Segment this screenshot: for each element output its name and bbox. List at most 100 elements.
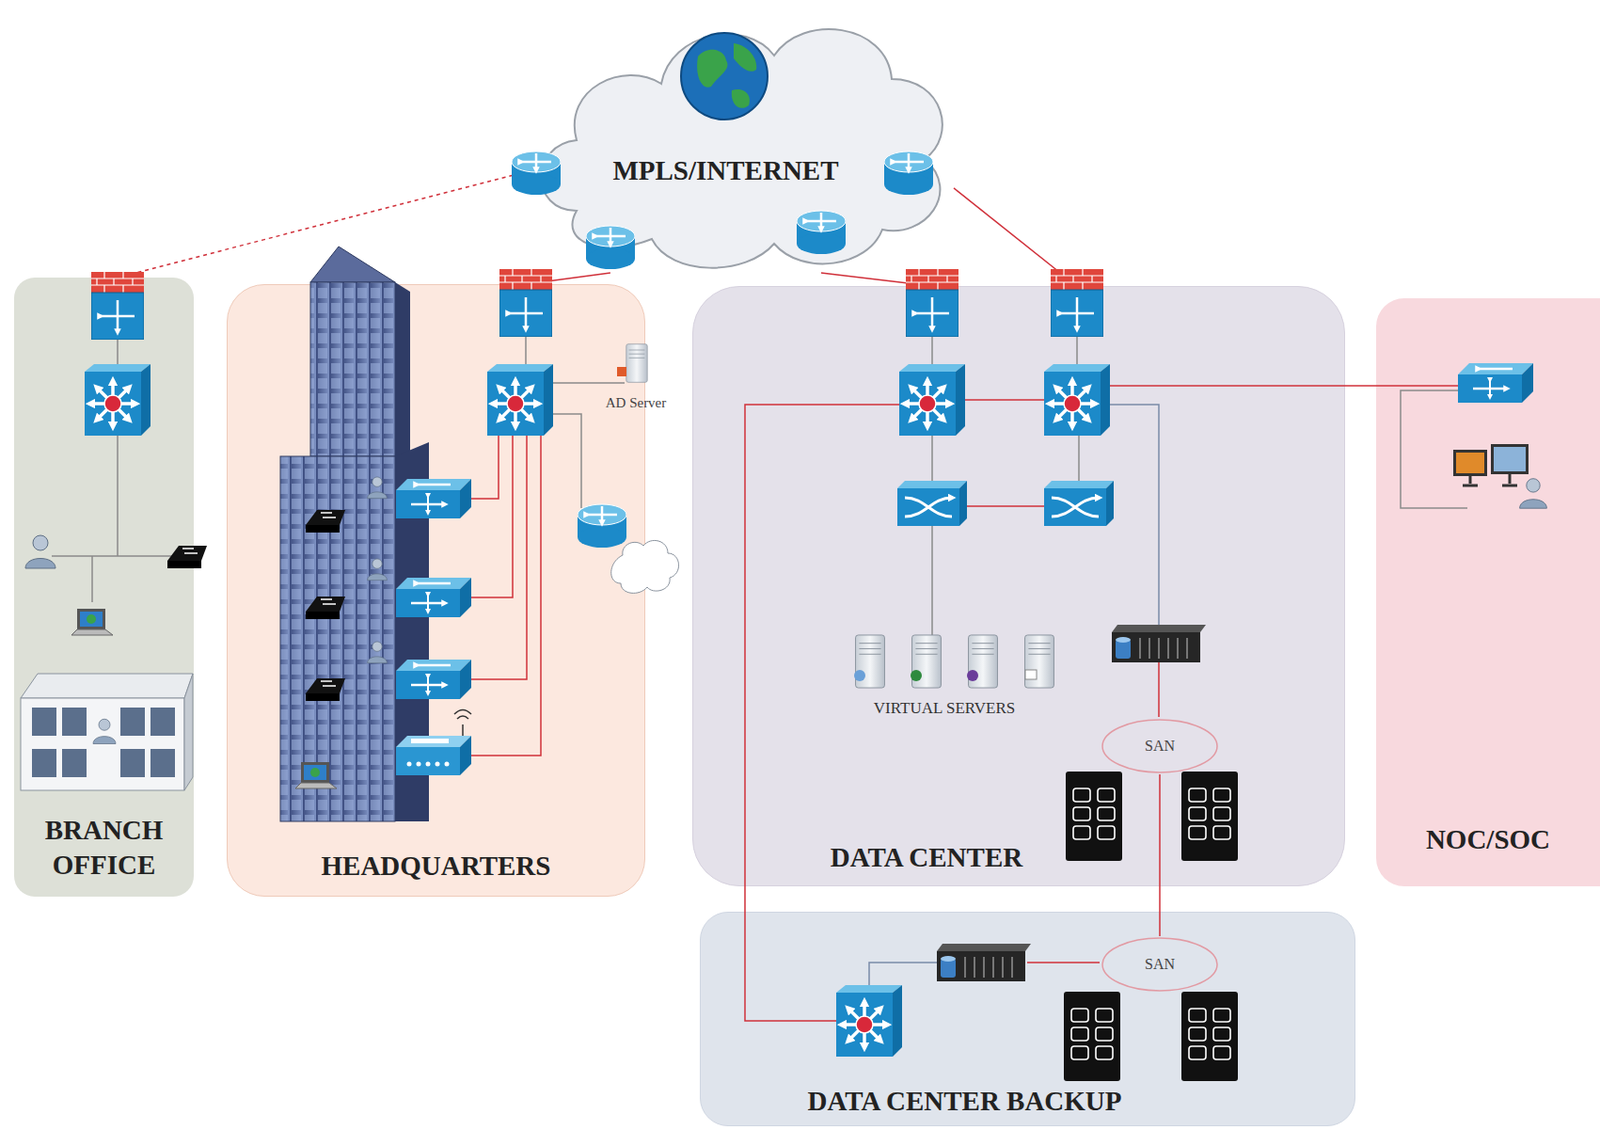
- data-center-illustration-part: [968, 634, 999, 688]
- data-center-illustration-part: [905, 269, 959, 337]
- branch-illustration-part: [25, 535, 56, 569]
- cloud-shape: [520, 3, 954, 273]
- headquarters-illustration-part: [454, 710, 472, 737]
- headquarters-illustration-part: [617, 366, 627, 377]
- noc-illustration: [1453, 363, 1547, 508]
- headquarters-illustration-part: [310, 282, 396, 457]
- branch-illustration-part-part: [62, 748, 87, 777]
- noc-soc-region: NOC/SOC: [1376, 298, 1600, 887]
- wires-part-part: [524, 333, 527, 367]
- data-center-illustration-part: [1050, 269, 1104, 337]
- san-outline: [1102, 719, 1218, 773]
- branch-illustration-part: [31, 707, 175, 777]
- wires-part: [471, 385, 1460, 1021]
- headquarters-illustration-part: [396, 659, 472, 699]
- cloud-outline: [541, 29, 943, 269]
- cloud-routers-part: [511, 151, 561, 195]
- wires-part-part: [471, 434, 499, 499]
- cloud-routers-part: [796, 210, 846, 254]
- wires-part-part: [931, 524, 934, 636]
- data-center-backup-region: SAN DATA CENTER BACKUP: [699, 911, 1356, 1126]
- wires-part-part: [553, 381, 625, 384]
- network-link: [1158, 774, 1161, 936]
- cloud-routers-part: [884, 151, 934, 195]
- wires-part-part: [1400, 390, 1468, 508]
- globe: [681, 32, 768, 120]
- wires-part-part: [471, 434, 541, 756]
- headquarters-illustration-part: [396, 478, 472, 519]
- cloud-routers: [511, 151, 934, 270]
- headquarters-illustration-part: [396, 735, 472, 776]
- globe-part: [731, 89, 750, 109]
- branch-illustration-part: [91, 271, 144, 340]
- data-center-illustration-part: [1111, 624, 1206, 663]
- wires: [51, 333, 1468, 1021]
- branch-illustration: [20, 271, 207, 791]
- wires-part-part: [1109, 384, 1460, 387]
- headquarters-region: HEADQUARTERS: [226, 284, 646, 897]
- headquarters-illustration-part: [305, 678, 346, 701]
- headquarters-illustration-part: [367, 641, 388, 664]
- wires-part: [869, 404, 1159, 986]
- branch-illustration-part-part: [31, 707, 57, 736]
- wires-part: [51, 333, 1468, 636]
- headquarters-illustration-part: [367, 476, 388, 499]
- data-center-illustration-part: [1025, 669, 1037, 680]
- label-anchor: VIRTUAL SERVERS: [873, 698, 1015, 718]
- cloud-node: MPLS/INTERNET: [520, 3, 954, 273]
- branch-illustration-part-part: [120, 707, 145, 736]
- branch-illustration-part: [167, 545, 207, 569]
- data-center-illustration-part: [855, 634, 886, 688]
- region-title: MPLS/INTERNET: [612, 153, 839, 190]
- data-center-illustration-part: [912, 634, 942, 688]
- branch-illustration-part-part: [150, 748, 175, 777]
- data-center-illustration-part: [899, 364, 966, 436]
- headquarters-illustration-part: [310, 246, 396, 283]
- label-anchor: AD Server: [605, 395, 667, 412]
- storage-label: SAN: [1144, 954, 1175, 975]
- globe-part: [733, 43, 757, 72]
- data-center-region: SAN DATA CENTER: [692, 285, 1346, 887]
- data-center-illustration: [854, 269, 1238, 861]
- wires-part-part: [744, 404, 900, 1021]
- region-title: BRANCH OFFICE: [19, 812, 189, 884]
- branch-illustration-part: [93, 718, 116, 744]
- backup-illustration: [836, 943, 1238, 1081]
- data-center-illustration-part: [910, 669, 922, 682]
- wires-part-part: [965, 398, 1045, 401]
- region-title: NOC/SOC: [1425, 822, 1551, 858]
- branch-illustration-part-part: [62, 707, 87, 736]
- wires-part-part: [116, 434, 119, 556]
- headquarters-illustration-part: [295, 761, 337, 789]
- headquarters-illustration-part: [499, 269, 553, 337]
- branch-illustration-part: [71, 608, 113, 635]
- region-title: DATA CENTER: [830, 839, 1023, 876]
- group-label: VIRTUAL SERVERS: [873, 698, 1015, 718]
- globe-part: [681, 32, 768, 120]
- wires-part-part: [116, 336, 119, 367]
- branch-illustration-part-part: [150, 707, 175, 736]
- headquarters-illustration: [280, 246, 680, 822]
- branch-illustration-part: [20, 673, 193, 698]
- cloud-routers-part: [586, 225, 635, 270]
- branch-office-region: BRANCH OFFICE: [14, 277, 194, 897]
- branch-illustration-part: [84, 364, 151, 436]
- data-center-illustration-part: [897, 480, 967, 526]
- globe-part: [697, 49, 728, 88]
- headquarters-illustration-part: [626, 344, 648, 383]
- data-center-illustration-part: [966, 669, 979, 682]
- headquarters-illustration-part: [280, 456, 396, 822]
- branch-illustration-part: [184, 673, 193, 791]
- data-center-illustration-part: [1065, 771, 1123, 861]
- region-title: DATA CENTER BACKUP: [807, 1083, 1122, 1120]
- backup-illustration-part: [936, 943, 1031, 982]
- san-ellipse: SAN: [1100, 717, 1220, 775]
- wires-part-part: [931, 434, 934, 484]
- data-center-illustration-part: [1181, 771, 1238, 861]
- san-ellipse: SAN: [1100, 935, 1220, 993]
- wires-part-part: [471, 434, 527, 680]
- headquarters-illustration-part: [396, 577, 472, 618]
- server-label: AD Server: [605, 395, 667, 412]
- headquarters-illustration-part: [487, 364, 554, 436]
